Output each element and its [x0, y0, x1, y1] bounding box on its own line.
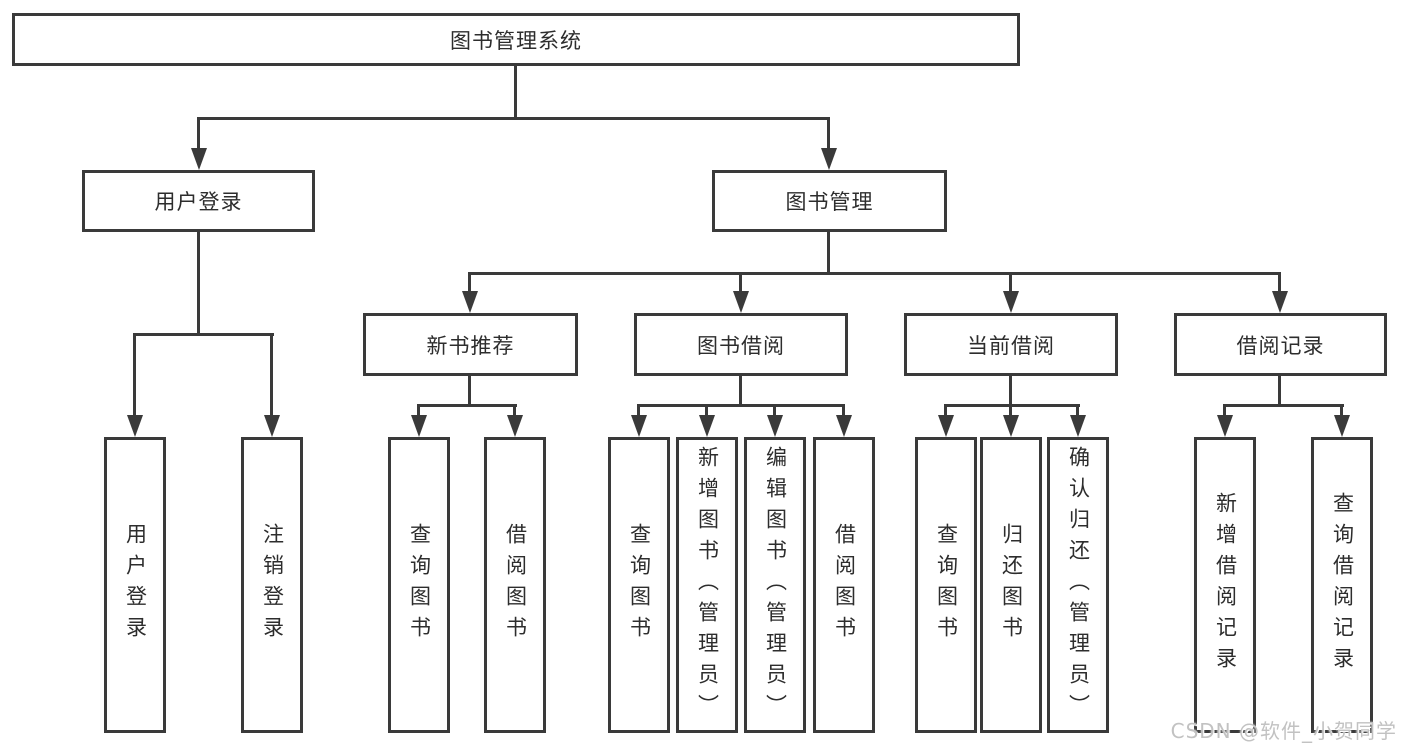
- connector-current-stem: [1009, 376, 1012, 407]
- connector-leaf-drop: [1076, 404, 1079, 416]
- connector-current-bar: [946, 404, 1080, 407]
- node-book-borrow: 图书借阅: [634, 313, 848, 376]
- arrow-down-icon: [1272, 291, 1288, 313]
- connector-leaf-drop: [637, 404, 640, 416]
- connector-leaf-drop: [1340, 404, 1343, 416]
- leaf-label: 查询图书: [627, 523, 652, 647]
- connector-bookmgmt-stem: [827, 232, 830, 275]
- arrow-down-icon: [1003, 291, 1019, 313]
- node-borrow-records: 借阅记录: [1174, 313, 1387, 376]
- arrow-down-icon: [631, 415, 647, 437]
- connector-borrow-stem: [739, 376, 742, 407]
- arrow-down-icon: [264, 415, 280, 437]
- connector-leaf-drop: [270, 333, 273, 416]
- connector-leaf-drop: [705, 404, 708, 416]
- leaf-label: 新增借阅记录: [1213, 492, 1238, 678]
- leaf-query-books-current: 查询图书: [915, 437, 977, 733]
- leaf-label: 归还图书: [999, 523, 1024, 647]
- leaf-add-books-admin: 新增图书（管理员）: [676, 437, 738, 733]
- leaf-confirm-return-admin: 确认归还（管理员）: [1047, 437, 1109, 733]
- arrow-down-icon: [127, 415, 143, 437]
- arrow-down-icon: [836, 415, 852, 437]
- connector-leaf-drop: [944, 404, 947, 416]
- connector-root-bar: [198, 117, 830, 120]
- arrow-down-icon: [1334, 415, 1350, 437]
- arrow-down-icon: [1070, 415, 1086, 437]
- node-new-book-recommend: 新书推荐: [363, 313, 578, 376]
- connector-leaf-drop: [1009, 404, 1012, 416]
- arrow-down-icon: [1003, 415, 1019, 437]
- leaf-label: 注销登录: [260, 523, 285, 647]
- connector-current-drop: [1009, 272, 1012, 292]
- arrow-down-icon: [1217, 415, 1233, 437]
- leaf-label: 用户登录: [123, 523, 148, 647]
- connector-bookmgmt-drop: [827, 117, 830, 149]
- leaf-logout: 注销登录: [241, 437, 303, 733]
- connector-newbook-stem: [468, 376, 471, 407]
- csdn-watermark: CSDN @软件_小贺同学: [1170, 719, 1397, 743]
- connector-leaf-drop: [417, 404, 420, 416]
- connector-leaf-drop: [842, 404, 845, 416]
- leaf-query-books-borrow: 查询图书: [608, 437, 670, 733]
- node-user-login: 用户登录: [82, 170, 315, 232]
- leaf-label: 查询借阅记录: [1330, 492, 1355, 678]
- arrow-down-icon: [507, 415, 523, 437]
- leaf-label: 借阅图书: [503, 523, 528, 647]
- connector-login-bar: [135, 333, 274, 336]
- arrow-down-icon: [733, 291, 749, 313]
- connector-leaf-drop: [513, 404, 516, 416]
- connector-login-drop: [197, 117, 200, 149]
- node-book-management: 图书管理: [712, 170, 947, 232]
- leaf-query-books-recommend: 查询图书: [388, 437, 450, 733]
- arrow-down-icon: [411, 415, 427, 437]
- leaf-add-borrow-record: 新增借阅记录: [1194, 437, 1256, 733]
- arrow-down-icon: [462, 291, 478, 313]
- leaf-borrow-books: 借阅图书: [813, 437, 875, 733]
- leaf-label: 新增图书（管理员）: [695, 445, 720, 725]
- leaf-label: 确认归还（管理员）: [1066, 445, 1091, 725]
- connector-borrow-drop: [739, 272, 742, 292]
- node-current-borrow: 当前借阅: [904, 313, 1118, 376]
- arrow-down-icon: [699, 415, 715, 437]
- connector-root-stem: [514, 66, 517, 117]
- connector-bookmgmt-bar: [470, 272, 1281, 275]
- connector-leaf-drop: [773, 404, 776, 416]
- leaf-query-borrow-record: 查询借阅记录: [1311, 437, 1373, 733]
- connector-records-stem: [1278, 376, 1281, 407]
- leaf-user-login: 用户登录: [104, 437, 166, 733]
- leaf-label: 借阅图书: [832, 523, 857, 647]
- connector-leaf-drop: [1223, 404, 1226, 416]
- connector-leaf-drop: [133, 333, 136, 416]
- leaf-label: 编辑图书（管理员）: [763, 445, 788, 725]
- leaf-label: 查询图书: [934, 523, 959, 647]
- leaf-return-books: 归还图书: [980, 437, 1042, 733]
- arrow-down-icon: [767, 415, 783, 437]
- node-root-system: 图书管理系统: [12, 13, 1020, 66]
- leaf-label: 查询图书: [407, 523, 432, 647]
- leaf-borrow-books-recommend: 借阅图书: [484, 437, 546, 733]
- arrow-down-icon: [191, 148, 207, 170]
- arrow-down-icon: [821, 148, 837, 170]
- connector-login-stem: [197, 232, 200, 333]
- connector-records-drop: [1278, 272, 1281, 292]
- connector-records-bar: [1225, 404, 1344, 407]
- leaf-edit-books-admin: 编辑图书（管理员）: [744, 437, 806, 733]
- connector-newbook-bar: [419, 404, 517, 407]
- connector-borrow-bar: [639, 404, 845, 407]
- arrow-down-icon: [938, 415, 954, 437]
- connector-newbook-drop: [468, 272, 471, 292]
